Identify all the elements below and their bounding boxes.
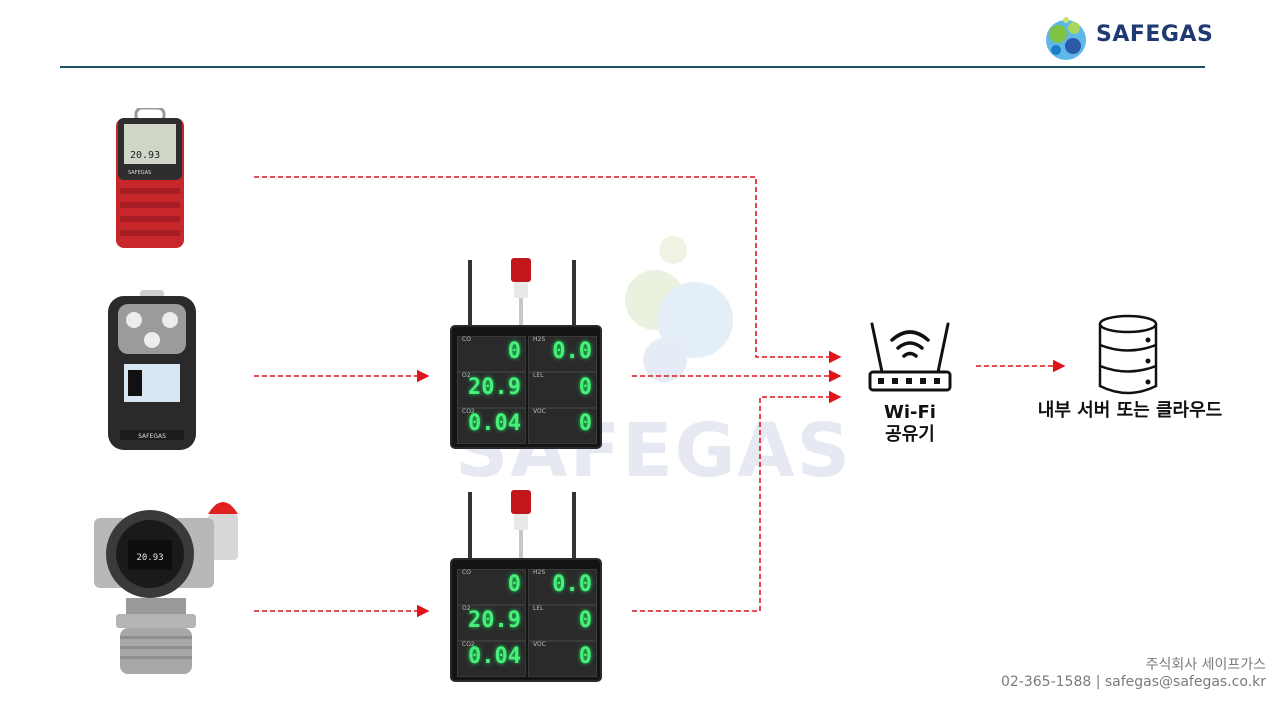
fixed-gas-detector: 20.93 bbox=[94, 502, 238, 674]
board2-cell-voc: VOC 0 bbox=[528, 641, 597, 677]
database-server-icon bbox=[1098, 314, 1158, 395]
board2-cell-co: CO 0 bbox=[457, 569, 526, 605]
watermark-logo-icon bbox=[625, 236, 733, 382]
header-divider bbox=[60, 66, 1205, 68]
router-label: Wi-Fi 공유기 bbox=[884, 402, 936, 445]
portable-red-reading: 20.93 bbox=[130, 150, 160, 161]
display-board-2: CO 0 H2S 0.0 O2 20.9 LEL 0 CO2 0.04 VOC … bbox=[452, 560, 600, 680]
fixed-detector-reading: 20.93 bbox=[136, 553, 163, 563]
server-label: 내부 서버 또는 클라우드 bbox=[1037, 400, 1223, 421]
portable-gas-detector-black: SAFEGAS bbox=[108, 290, 196, 450]
board2-cell-lel: LEL 0 bbox=[528, 605, 597, 641]
portable-red-brand: SAFEGAS bbox=[128, 170, 151, 176]
board2-cell-co2: CO2 0.04 bbox=[457, 641, 526, 677]
board1-cell-co: CO 0 bbox=[457, 336, 526, 372]
board1-cell-lel: LEL 0 bbox=[528, 372, 597, 408]
board1-antenna-stack bbox=[468, 258, 576, 326]
board1-cell-o2: O2 20.9 bbox=[457, 372, 526, 408]
board2-antenna-stack bbox=[468, 490, 576, 558]
brand-name: SAFEGAS bbox=[1096, 22, 1214, 47]
footer-contact: 02-365-1588 | safegas@safegas.co.kr bbox=[1000, 674, 1266, 690]
footer-company: 주식회사 세이프가스 bbox=[1145, 657, 1266, 673]
display-board-1: CO 0 H2S 0.0 O2 20.9 LEL 0 CO2 0.04 VOC … bbox=[452, 327, 600, 447]
brand-logo: SAFEGAS bbox=[1040, 12, 1214, 62]
board1-cell-co2: CO2 0.04 bbox=[457, 408, 526, 444]
board1-cell-h2s: H2S 0.0 bbox=[528, 336, 597, 372]
board2-cell-o2: O2 20.9 bbox=[457, 605, 526, 641]
portable-gas-detector-red: 20.93 SAFEGAS bbox=[116, 108, 184, 248]
portable-black-brand: SAFEGAS bbox=[138, 433, 166, 440]
connector-board2-to-router bbox=[632, 390, 842, 612]
wifi-router-icon bbox=[868, 322, 952, 392]
logo-mark-icon bbox=[1046, 17, 1086, 60]
connector-red-detector-to-router bbox=[254, 176, 842, 364]
board2-cell-h2s: H2S 0.0 bbox=[528, 569, 597, 605]
board1-cell-voc: VOC 0 bbox=[528, 408, 597, 444]
